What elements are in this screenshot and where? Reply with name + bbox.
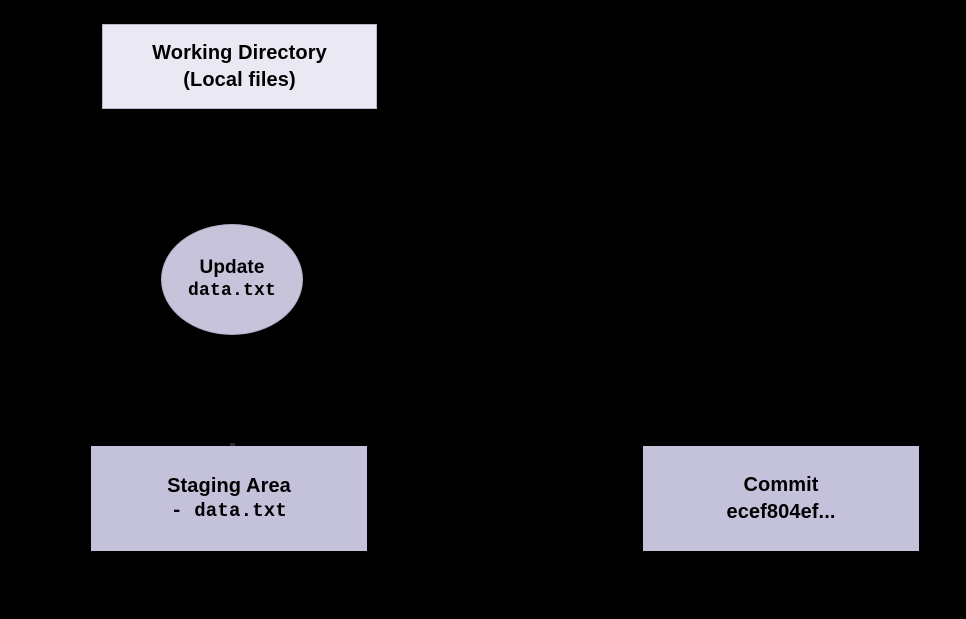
node-staging-area-line2: - data.txt — [170, 500, 288, 523]
node-commit[interactable]: Commit ecef804ef... — [643, 446, 919, 551]
node-staging-area[interactable]: Staging Area - data.txt — [91, 446, 367, 551]
node-commit-line1: Commit — [743, 474, 819, 497]
node-update-line1: Update — [199, 257, 265, 279]
node-staging-area-line1: Staging Area — [167, 474, 291, 497]
node-working-directory[interactable]: Working Directory (Local files) — [102, 24, 377, 109]
node-working-directory-line2: (Local files) — [183, 68, 296, 91]
node-commit-line2: ecef804ef... — [726, 500, 836, 523]
node-update[interactable]: Update data.txt — [161, 224, 303, 335]
edge-update-to-staging-area — [226, 335, 238, 447]
node-working-directory-line1: Working Directory — [152, 42, 327, 65]
node-update-line2: data.txt — [187, 281, 276, 302]
edge-staging-area-to-commit — [362, 506, 642, 518]
